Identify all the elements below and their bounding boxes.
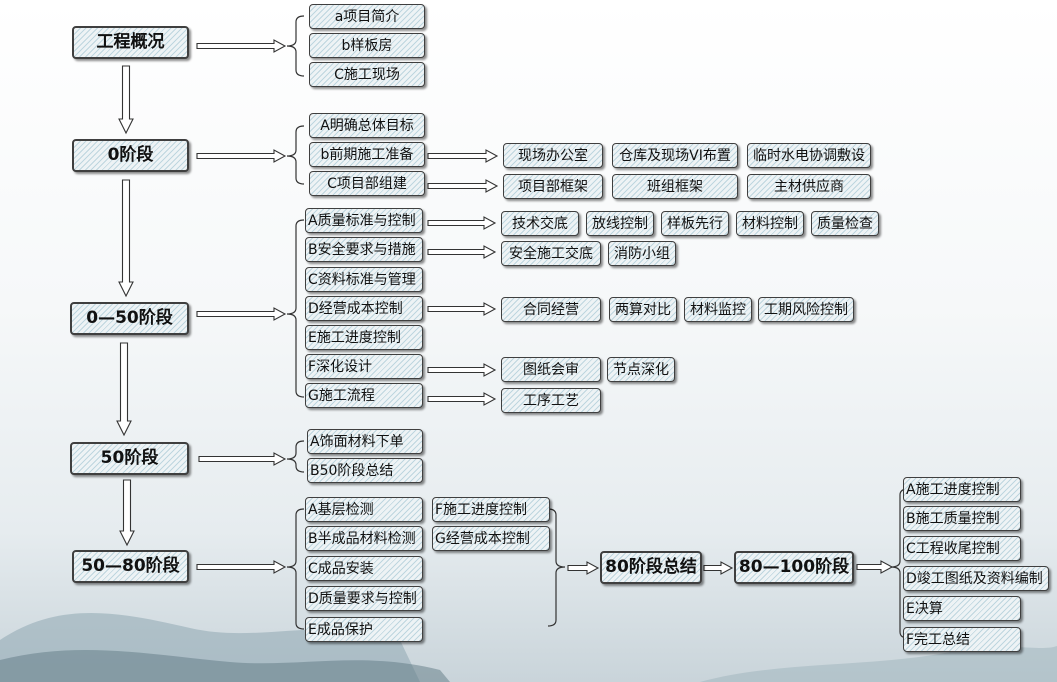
arrow-right (196, 39, 287, 53)
stage0-item: b前期施工准备 (309, 142, 425, 167)
stage0-50-sub: 图纸会审 (501, 357, 601, 382)
arrow-right (703, 561, 734, 575)
arrow-right (427, 216, 497, 230)
stage0-sub: 项目部框架 (503, 174, 603, 199)
stage0-50-sub: 样板先行 (661, 211, 729, 236)
stage0-50-sub: 质量检查 (811, 211, 879, 236)
stage0-50-sub: 节点深化 (607, 357, 675, 382)
arrow-right (196, 149, 287, 163)
arrow-right (567, 561, 600, 575)
arrow-down (118, 65, 134, 135)
stage50-80-item: A基层检测 (305, 497, 423, 522)
stage0-sub: 临时水电协调敷设 (747, 143, 871, 168)
summary-80: 80阶段总结 (600, 551, 702, 584)
overview-item: C施工现场 (309, 62, 425, 87)
stage0-50-sub: 两算对比 (609, 297, 677, 322)
final-item: D竣工图纸及资料编制 (903, 566, 1049, 591)
brace (286, 15, 305, 77)
stage0-50-item: G施工流程 (305, 383, 423, 408)
arrow-right (427, 392, 497, 406)
stage0-50-sub: 合同经营 (501, 297, 601, 322)
brace-right (547, 508, 566, 627)
stage0-50-item: C资料标准与管理 (305, 267, 423, 292)
stage50-item: A饰面材料下单 (307, 429, 423, 454)
stage-50: 50阶段 (70, 442, 189, 475)
stage-0-50: 0—50阶段 (70, 302, 189, 335)
stage0-50-sub: 工期风险控制 (758, 297, 854, 322)
stage0-50-sub: 材料控制 (736, 211, 804, 236)
brace (890, 488, 909, 639)
arrow-right (198, 452, 287, 466)
stage50-80-item: E成品保护 (305, 617, 423, 642)
stage0-50-sub: 消防小组 (608, 241, 676, 266)
stage50-80-item: C成品安装 (305, 556, 423, 581)
stage-80-100: 80—100阶段 (734, 551, 854, 584)
stage0-50-item: E施工进度控制 (305, 325, 423, 350)
stage0-50-item: F深化设计 (305, 354, 423, 379)
stage50-item: B50阶段总结 (307, 458, 423, 483)
overview-item: a项目简介 (309, 4, 425, 29)
overview-item: b样板房 (309, 33, 425, 58)
final-item: F完工总结 (903, 627, 1021, 652)
brace (286, 440, 305, 473)
stage-0: 0阶段 (72, 139, 189, 172)
stage0-item: C项目部组建 (309, 171, 425, 196)
arrow-down (119, 479, 135, 547)
arrow-right (427, 363, 497, 377)
brace (286, 219, 305, 398)
stage-overview: 工程概况 (72, 26, 189, 59)
stage0-50-sub: 放线控制 (586, 211, 654, 236)
stage0-50-sub: 安全施工交底 (501, 241, 601, 266)
stage0-item: A明确总体目标 (309, 113, 425, 138)
stage0-50-item: D经营成本控制 (305, 296, 423, 321)
stage0-50-sub: 技术交底 (501, 211, 579, 236)
stage50-80-item: G经营成本控制 (432, 526, 550, 551)
stage50-80-item: D质量要求与控制 (305, 586, 423, 611)
stage0-50-item: B安全要求与措施 (305, 237, 423, 262)
final-item: C工程收尾控制 (903, 536, 1021, 561)
stage50-80-item: F施工进度控制 (432, 497, 550, 522)
arrow-right (196, 560, 287, 574)
arrow-right (196, 307, 287, 321)
stage0-sub: 班组框架 (612, 174, 738, 199)
brace (286, 125, 305, 185)
arrow-down (118, 179, 134, 298)
arrow-right (427, 302, 497, 316)
arrow-right (856, 560, 894, 574)
arrow-right (427, 149, 499, 163)
stage0-sub: 仓库及现场VI布置 (612, 143, 738, 168)
stage50-80-item: B半成品材料检测 (305, 526, 423, 551)
stage0-50-sub: 工序工艺 (501, 388, 601, 413)
arrow-down (116, 342, 132, 437)
stage0-50-sub: 材料监控 (684, 297, 752, 322)
final-item: B施工质量控制 (903, 506, 1021, 531)
brace (286, 508, 305, 630)
stage0-50-item: A质量标准与控制 (305, 208, 423, 233)
stage-50-80: 50—80阶段 (72, 550, 189, 583)
arrow-right (427, 179, 499, 193)
stage0-sub: 现场办公室 (503, 143, 603, 168)
final-item: A施工进度控制 (903, 477, 1021, 502)
final-item: E决算 (903, 596, 1021, 621)
arrow-right (427, 245, 497, 259)
stage0-sub: 主材供应商 (747, 174, 871, 199)
